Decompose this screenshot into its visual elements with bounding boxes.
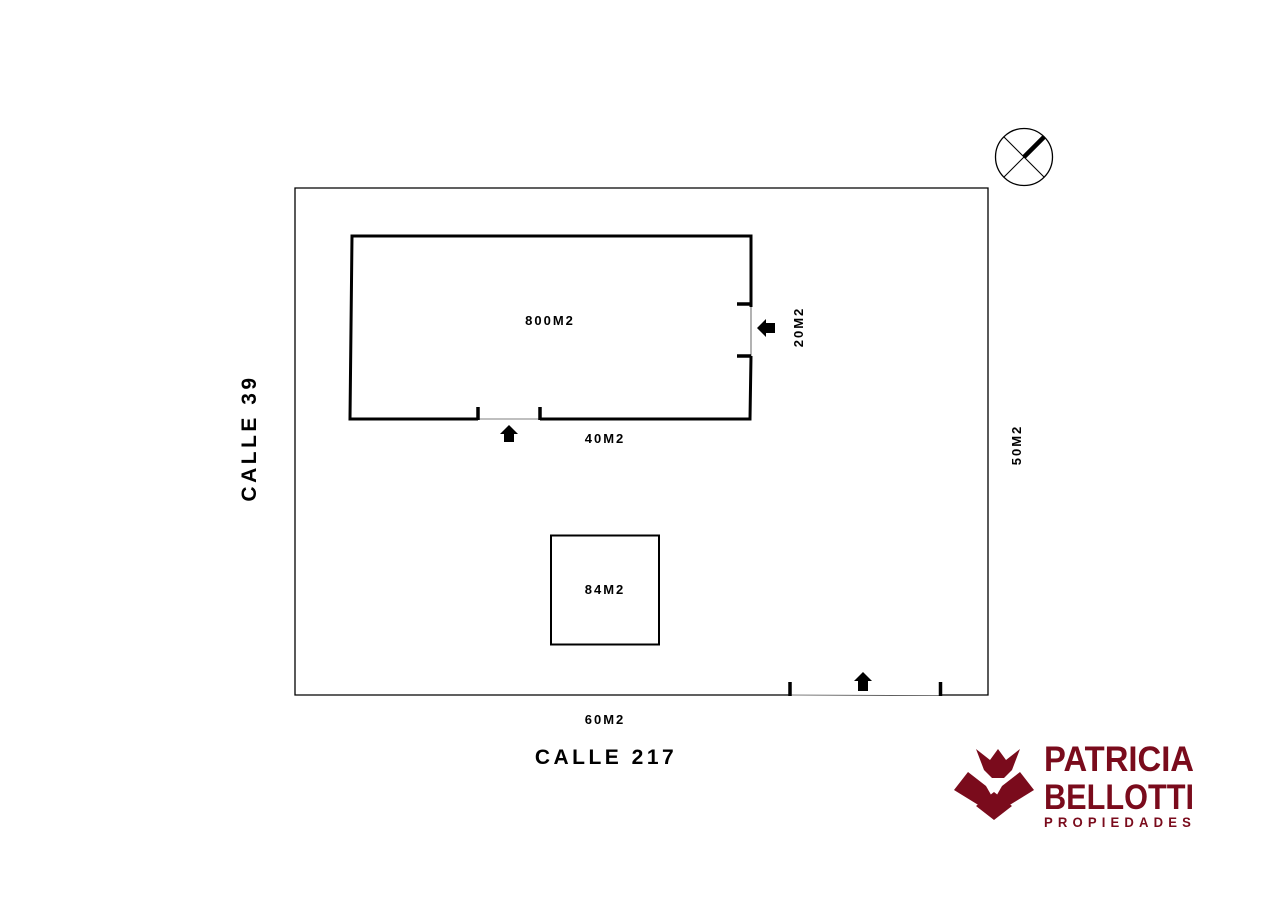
street-left-label: CALLE 39 <box>238 374 261 501</box>
small-building-area-label: 84M2 <box>585 582 626 597</box>
small-building <box>550 534 660 646</box>
brand-name-first: PATRICIA <box>1044 740 1194 779</box>
brand-logo-icon <box>954 749 1034 820</box>
right-side-label: 50M2 <box>1009 425 1024 466</box>
street-bottom-label: CALLE 217 <box>535 746 677 769</box>
entrance-arrow-icon <box>500 425 518 442</box>
lot-boundary <box>294 187 989 696</box>
bottom-side-label: 60M2 <box>585 712 626 727</box>
main-building-area-label: 800M2 <box>525 313 575 328</box>
main-building <box>348 234 753 421</box>
compass-icon <box>994 127 1054 187</box>
front-setback-label: 40M2 <box>585 431 626 446</box>
entrance-arrow-icon <box>757 319 775 337</box>
brand-tagline: PROPIEDADES <box>1044 814 1196 830</box>
entrance-arrow-icon <box>854 672 872 691</box>
brand-name-last: BELLOTTI <box>1044 778 1194 817</box>
side-setback-label: 20M2 <box>791 307 806 348</box>
